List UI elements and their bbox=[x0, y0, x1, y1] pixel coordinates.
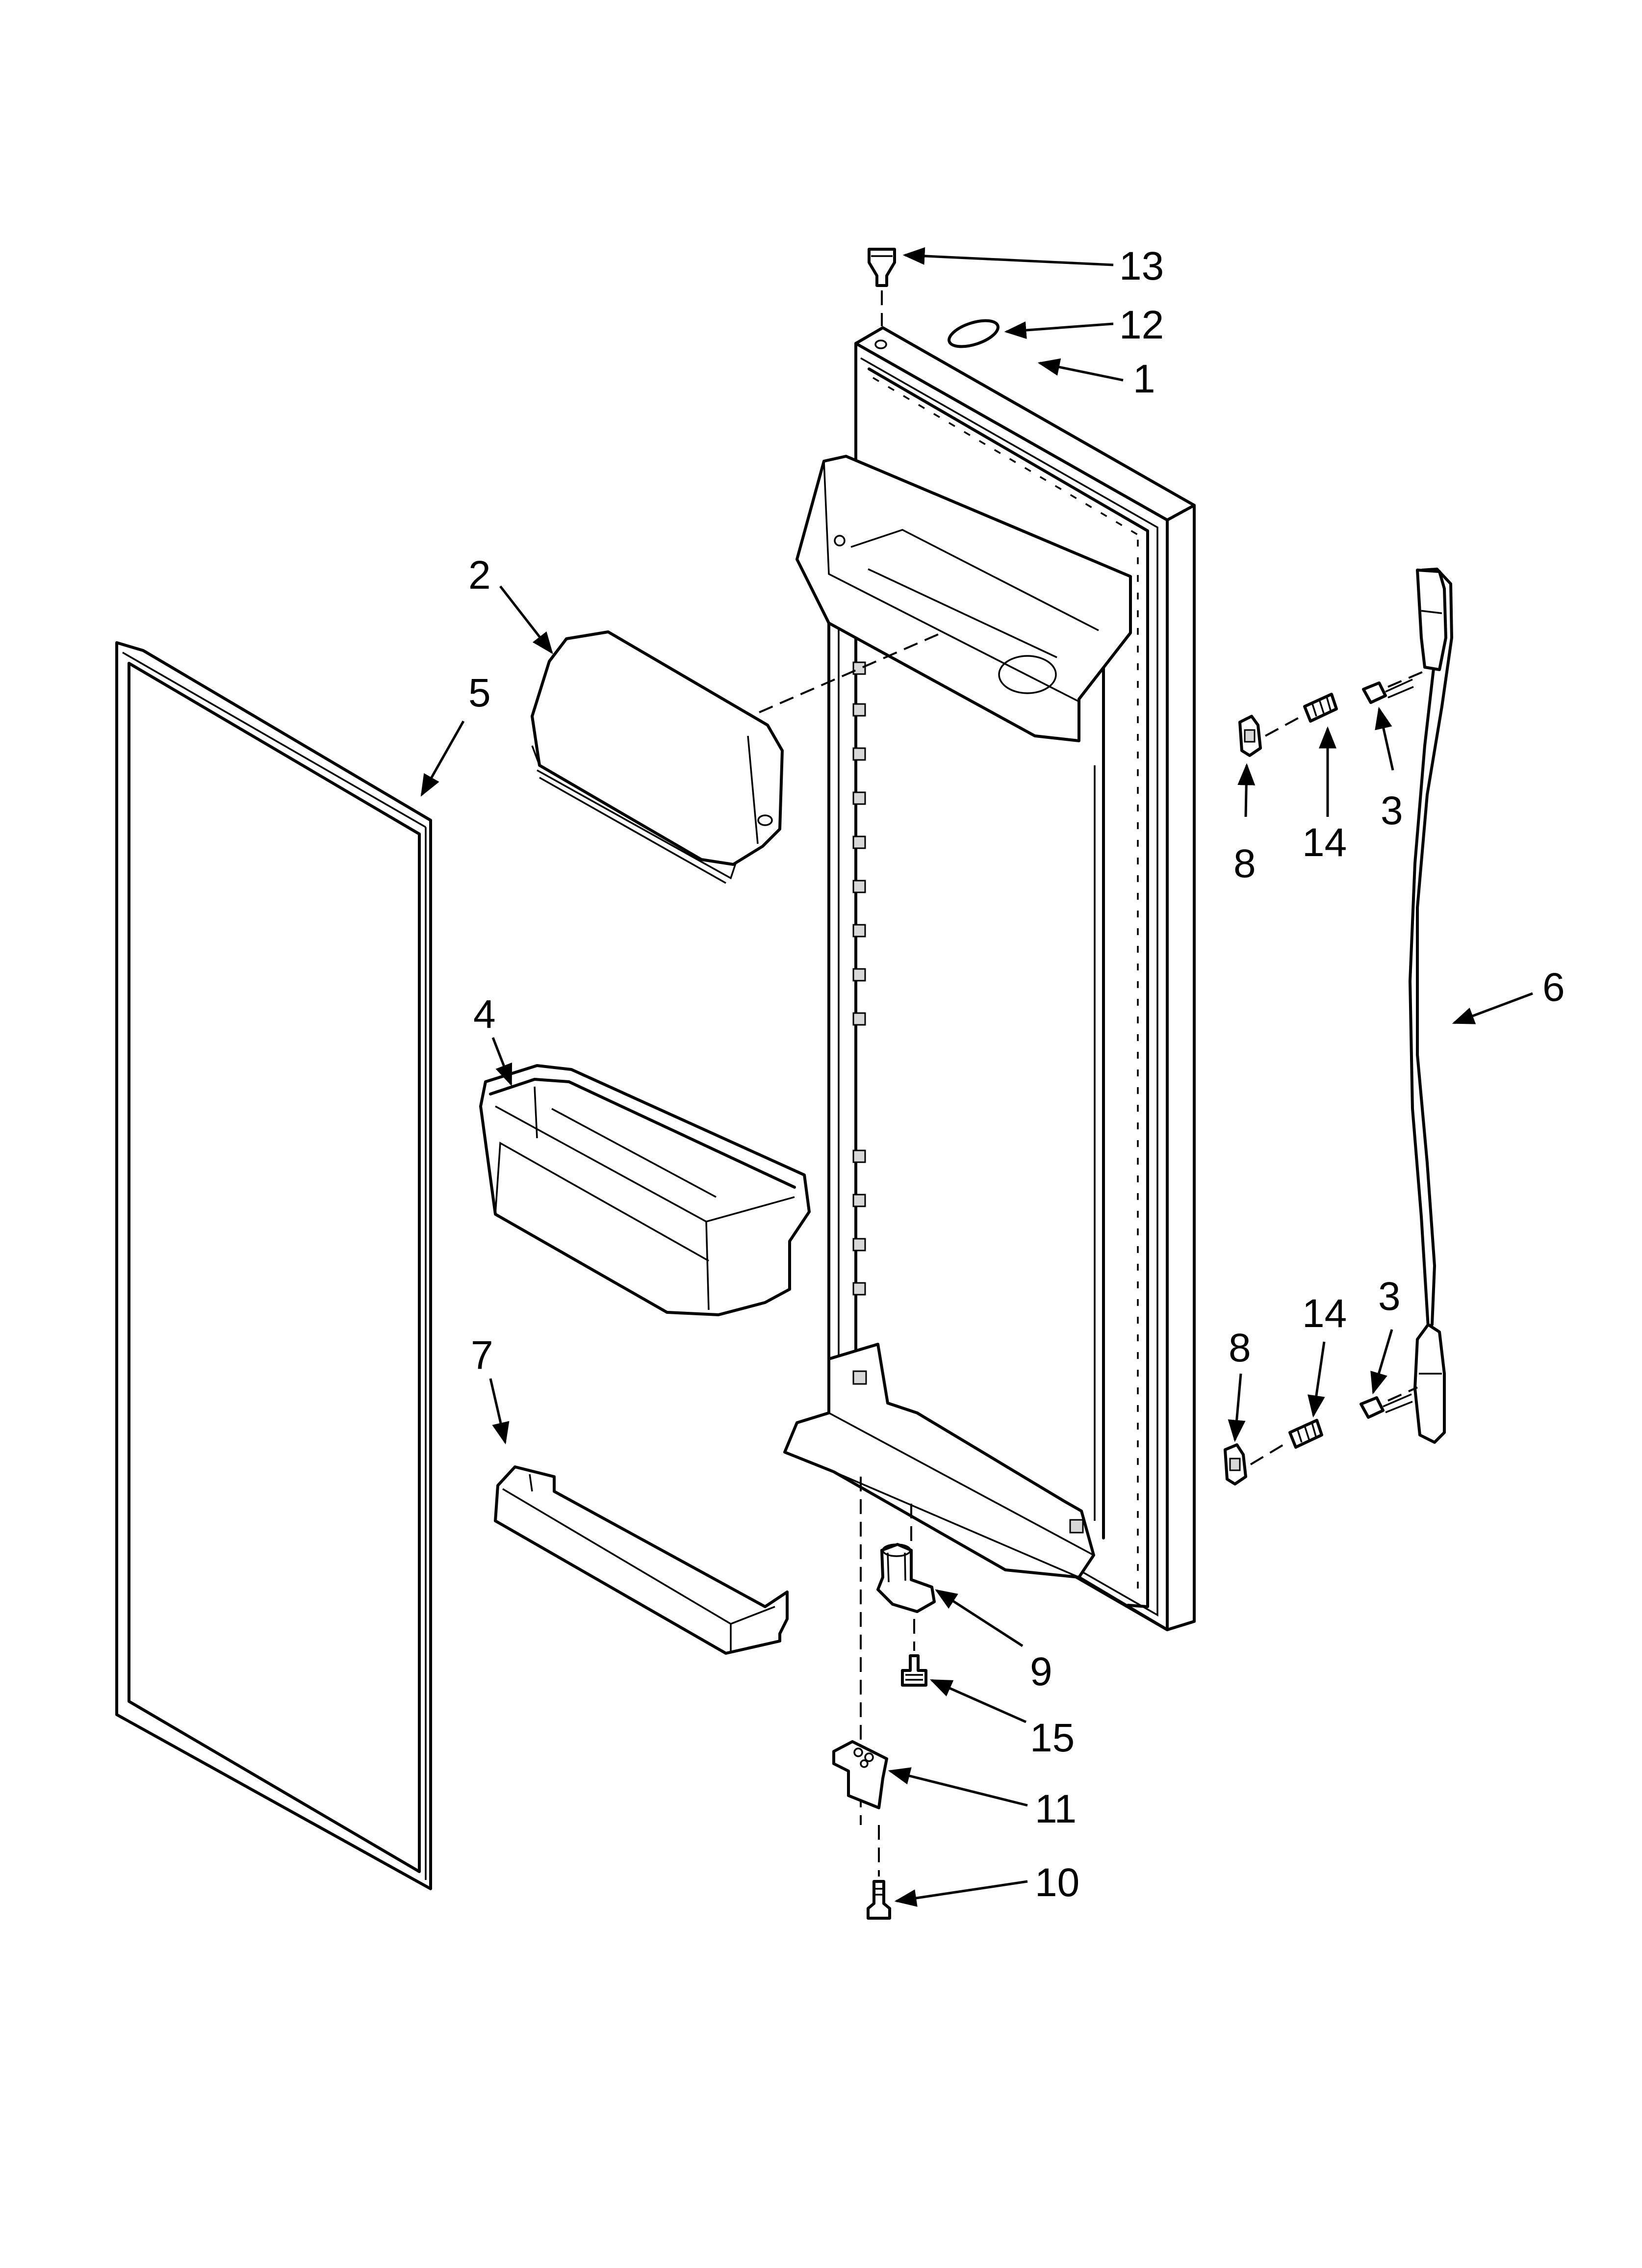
callout-15: 15 bbox=[1030, 1716, 1075, 1760]
lower-hinge bbox=[876, 1543, 936, 1613]
handle-screw-top bbox=[1362, 678, 1414, 704]
shelf-support-bumps bbox=[852, 661, 866, 1296]
callout-8-top: 8 bbox=[1233, 841, 1256, 886]
handle-clip-bottom bbox=[1224, 1443, 1247, 1486]
callout-10: 10 bbox=[1035, 1860, 1079, 1905]
hinge-screw bbox=[901, 1654, 927, 1687]
callout-4: 4 bbox=[473, 992, 496, 1037]
callout-9: 9 bbox=[1030, 1649, 1052, 1694]
handle-clip-top bbox=[1238, 715, 1262, 757]
callout-14-top: 14 bbox=[1302, 820, 1347, 865]
handle-stud-bottom bbox=[1288, 1419, 1323, 1449]
door-shelf-bar bbox=[494, 1465, 789, 1655]
callout-1: 1 bbox=[1133, 357, 1155, 401]
callout-11: 11 bbox=[1035, 1787, 1077, 1831]
dairy-door bbox=[531, 630, 784, 884]
callout-12: 12 bbox=[1119, 303, 1164, 347]
callout-3-bottom: 3 bbox=[1378, 1274, 1401, 1319]
leader-lines bbox=[420, 247, 1533, 1907]
callout-3-top: 3 bbox=[1381, 788, 1403, 833]
door-plug bbox=[868, 248, 896, 287]
callout-labels: 13 12 1 2 5 8 14 3 6 4 7 8 14 3 9 15 11 … bbox=[468, 244, 1565, 1905]
hinge-hole bbox=[874, 339, 887, 349]
callout-14-bottom: 14 bbox=[1302, 1291, 1347, 1336]
handle-stud-top bbox=[1303, 693, 1338, 723]
callout-2: 2 bbox=[468, 553, 491, 598]
callout-6: 6 bbox=[1542, 965, 1565, 1010]
screw-bottom bbox=[867, 1880, 891, 1920]
grommet bbox=[948, 319, 1000, 348]
callout-13: 13 bbox=[1119, 244, 1164, 288]
callout-7: 7 bbox=[471, 1333, 493, 1378]
handle-screw-bottom bbox=[1360, 1393, 1413, 1419]
hinge-shim bbox=[832, 1740, 888, 1809]
callout-5: 5 bbox=[468, 671, 491, 715]
door-bin bbox=[479, 1064, 811, 1316]
callout-8-bottom: 8 bbox=[1229, 1326, 1251, 1370]
door-liner bbox=[783, 326, 1196, 1631]
door-handle bbox=[1409, 568, 1453, 1444]
door-gasket bbox=[115, 641, 432, 1890]
